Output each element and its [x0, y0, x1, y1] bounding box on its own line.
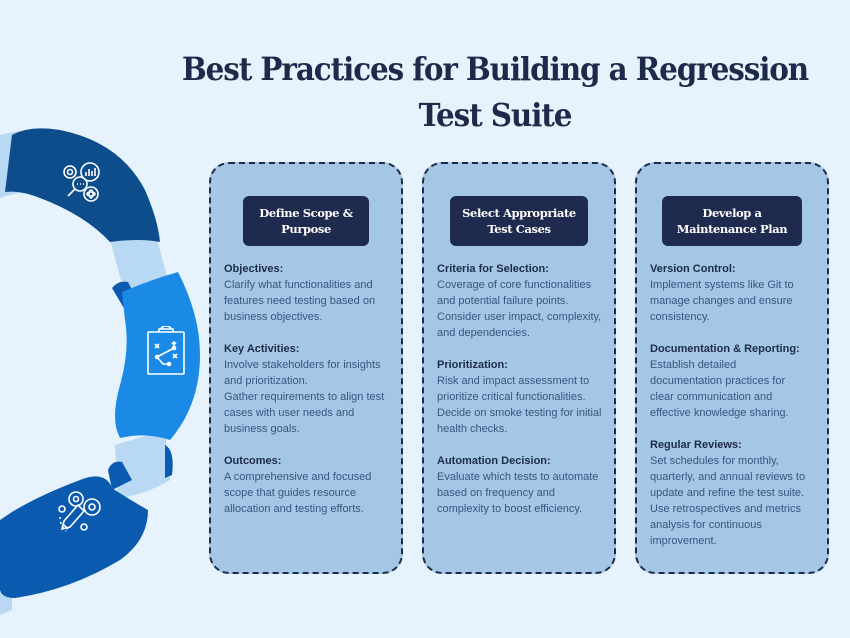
card-maintenance-plan: Develop a Maintenance Plan Version Contr… [635, 162, 829, 574]
section-title: Automation Decision: [437, 455, 551, 467]
analytics-gears-icon [63, 162, 100, 202]
page-title: Best Practices for Building a Regression… [178, 46, 813, 138]
section-version-control: Version Control: Implement systems like … [650, 261, 821, 325]
pencil-gears-icon [58, 491, 101, 532]
title-line-2: Test Suite [418, 96, 573, 134]
section-title: Objectives: [224, 263, 284, 275]
section-title: Prioritization: [437, 359, 508, 371]
section-title: Outcomes: [224, 455, 282, 467]
section-text: Involve stakeholders for insights and pr… [224, 359, 385, 435]
card-header: Select Appropriate Test Cases [450, 196, 588, 246]
card-body: Version Control: Implement systems like … [650, 261, 821, 565]
section-title: Documentation & Reporting: [650, 343, 800, 355]
section-title: Key Activities: [224, 343, 300, 355]
section-objectives: Objectives: Clarify what functionalities… [224, 261, 395, 325]
card-header: Define Scope & Purpose [243, 196, 369, 246]
section-text: Implement systems like Git to manage cha… [650, 279, 794, 323]
section-automation: Automation Decision: Evaluate which test… [437, 453, 608, 517]
section-outcomes: Outcomes: A comprehensive and focused sc… [224, 453, 395, 517]
strategy-clipboard-icon [147, 326, 185, 375]
section-text: Risk and impact assessment to prioritize… [437, 375, 602, 435]
section-title: Criteria for Selection: [437, 263, 549, 275]
section-text: Clarify what functionalities and feature… [224, 279, 376, 323]
section-regular-reviews: Regular Reviews: Set schedules for month… [650, 437, 821, 549]
section-key-activities: Key Activities: Involve stakeholders for… [224, 341, 395, 437]
section-title: Version Control: [650, 263, 736, 275]
section-text: Establish detailed documentation practic… [650, 359, 789, 419]
section-documentation: Documentation & Reporting: Establish det… [650, 341, 821, 421]
section-text: Coverage of core functionalities and pot… [437, 279, 602, 339]
section-text: Set schedules for monthly, quarterly, an… [650, 455, 806, 547]
section-text: A comprehensive and focused scope that g… [224, 471, 372, 515]
card-body: Objectives: Clarify what functionalities… [224, 261, 395, 533]
card-body: Criteria for Selection: Coverage of core… [437, 261, 608, 533]
card-header: Develop a Maintenance Plan [662, 196, 802, 246]
section-title: Regular Reviews: [650, 439, 742, 451]
section-prioritization: Prioritization: Risk and impact assessme… [437, 357, 608, 437]
section-criteria: Criteria for Selection: Coverage of core… [437, 261, 608, 341]
section-text: Evaluate which tests to automate based o… [437, 471, 599, 515]
title-line-1: Best Practices for Building a Regression [181, 50, 809, 88]
card-select-test-cases: Select Appropriate Test Cases Criteria f… [422, 162, 616, 574]
card-define-scope: Define Scope & Purpose Objectives: Clari… [209, 162, 403, 574]
